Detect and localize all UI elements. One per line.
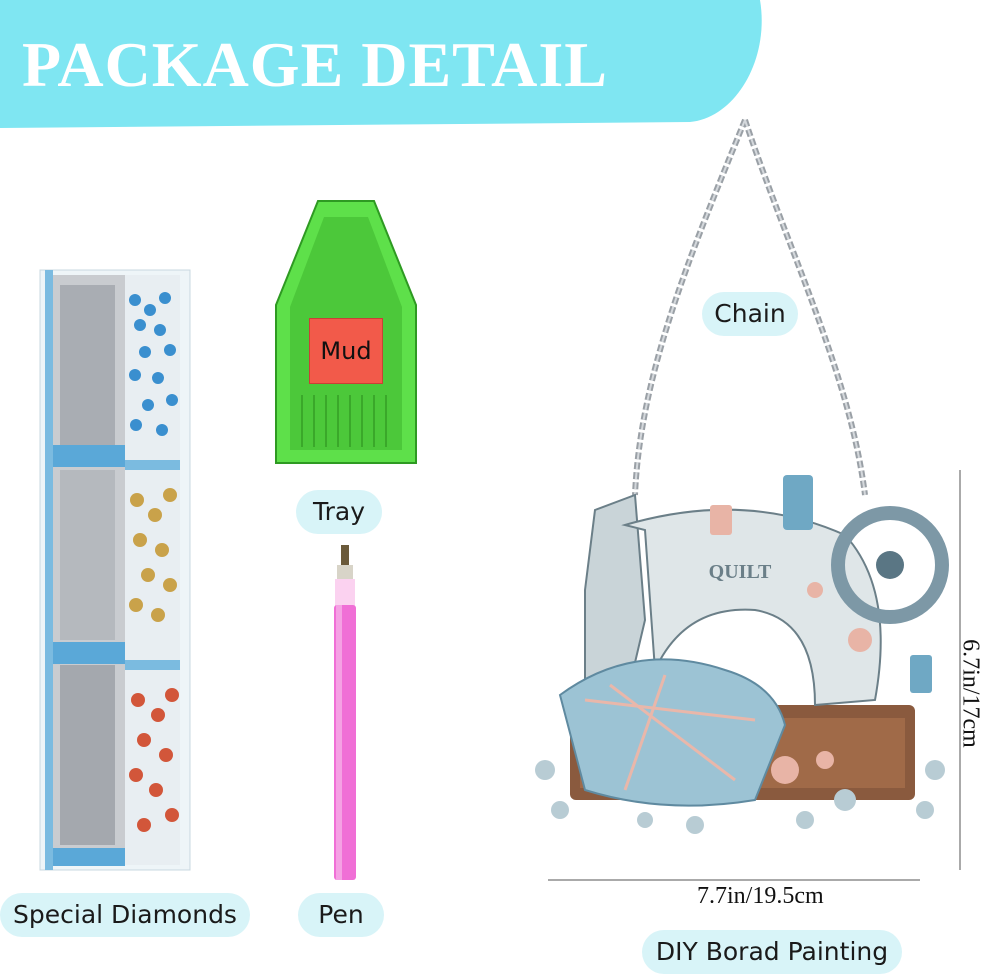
tray-sticker: Mud: [309, 318, 383, 384]
banner-background: [0, 0, 762, 128]
special-diamonds-label: Special Diamonds: [0, 893, 250, 937]
chain-label: Chain: [702, 292, 798, 336]
pen-label: Pen: [298, 893, 384, 937]
quilt-nameplate: QUILT: [709, 561, 772, 583]
width-dimension-text: 7.7in/19.5cm: [697, 883, 824, 909]
tray-label: Tray: [296, 490, 382, 534]
sewing-machine-painting-image: [535, 475, 949, 834]
pen-image: [334, 545, 356, 880]
diamond-bags-image: [39, 269, 191, 871]
height-dimension-line: [959, 470, 961, 870]
width-dimension-line: [548, 879, 920, 881]
chain-image: [632, 118, 868, 496]
machine-nameplate-text: QUILT: [709, 561, 772, 583]
height-dimension-text: 6.7in/17cm: [957, 639, 984, 748]
diy-board-painting-label: DIY Borad Painting: [642, 930, 902, 974]
page-title: PACKAGE DETAIL: [22, 29, 608, 100]
